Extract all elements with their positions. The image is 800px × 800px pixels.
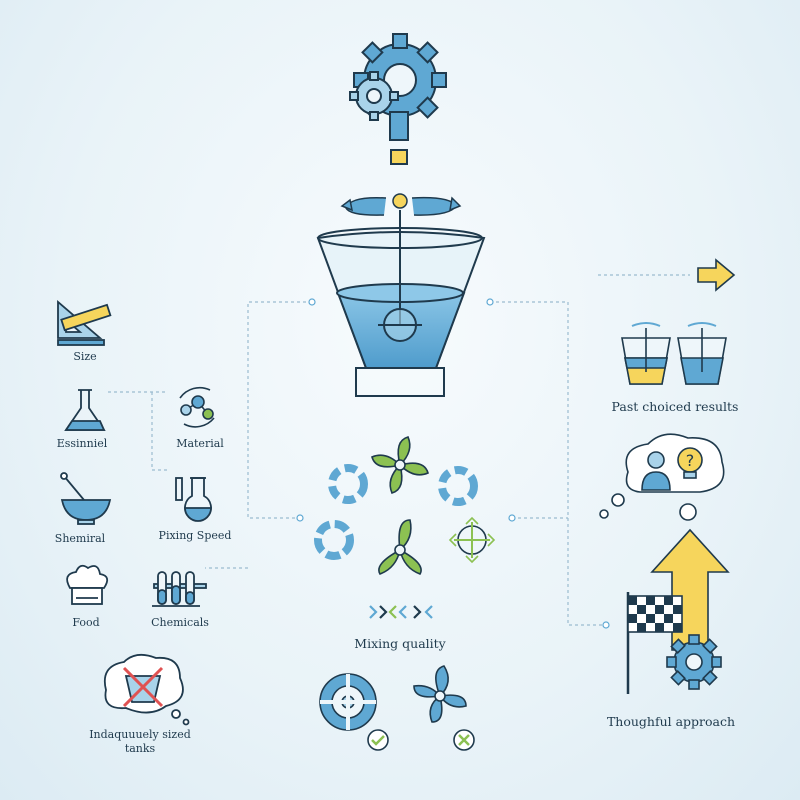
rotation-arrows-icon [340,193,462,216]
connector-lines [108,274,690,626]
label-chemical: Shemiral [54,532,106,545]
gear-question-icon [349,33,447,165]
gear-icon [666,634,722,690]
label-mixing-speed: Pixing Speed [158,529,232,542]
round-flask-icon [175,477,212,522]
label-mixing-quality: Mixing quality [354,636,446,651]
ruler-triangle-icon [57,300,112,346]
label-thoughtful-approach: Thoughful approach [606,714,736,729]
thought-person-icon: ? [599,433,725,521]
cross-icon [453,729,475,751]
arrow-right-icon [697,258,736,292]
beakers-icon [621,322,727,385]
label-material: Material [176,437,224,450]
impeller-icon-6 [448,516,496,564]
label-food: Food [72,616,100,629]
mortar-icon [60,472,112,525]
label-size: Size [73,350,97,363]
label-essential: Essinniel [56,437,108,450]
impeller-icon-2 [371,436,429,494]
label-inadequate-tanks-line2: tanks [124,742,156,755]
label-chemicals: Chemicals [151,616,209,629]
chevrons-icon [369,605,433,619]
impeller-icon-1 [328,464,368,504]
test-tubes-icon [152,571,207,607]
crossed-tank-thought-icon [103,653,190,726]
label-inadequate-tanks-line1: Indaquuuely sized [89,728,191,741]
label-past-results: Past choiced results [611,399,739,414]
impeller-icon-4 [314,520,354,560]
flask-icon [64,389,106,431]
impeller-good-icon [319,673,377,731]
svg-text:?: ? [686,451,695,470]
chef-hat-icon [66,564,109,605]
molecule-icon [179,386,215,428]
checkered-flag-icon [626,592,683,694]
impeller-icon-5 [378,519,422,575]
up-arrow-icon [650,528,730,651]
impeller-icon-3 [438,466,478,506]
mixing-tank-icon [316,210,486,397]
checkmark-icon [367,729,389,751]
impeller-bad-icon [413,665,467,723]
